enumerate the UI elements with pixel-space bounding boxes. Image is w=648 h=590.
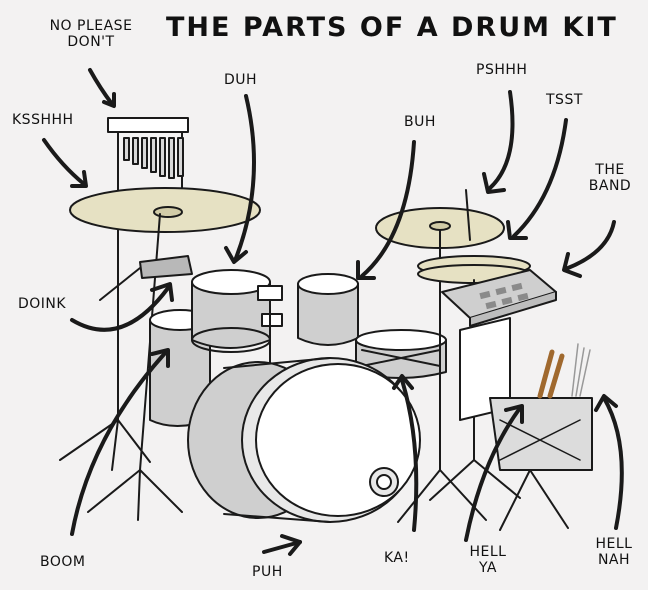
rack-tom-left xyxy=(191,269,271,353)
rack-tom-right xyxy=(297,273,359,346)
tom-mount xyxy=(257,285,283,366)
label-duh: DUH xyxy=(224,72,258,88)
label-buh: BUH xyxy=(404,114,436,130)
stand-legs xyxy=(59,419,569,531)
label-the-band: THE BAND xyxy=(580,162,640,194)
label-puh: PUH xyxy=(252,564,283,580)
chimes xyxy=(107,117,189,421)
label-hell-nah-line2: NAH xyxy=(597,552,631,569)
label-hell-nah-line1: HELL xyxy=(595,536,633,552)
snare-drum xyxy=(355,329,447,379)
label-ka: KA! xyxy=(384,550,410,566)
label-no-please-line1: NO PLEASE xyxy=(49,18,133,34)
ride-cymbal xyxy=(375,189,505,471)
label-boom: BOOM xyxy=(40,554,86,570)
label-the-band-line1: THE xyxy=(595,162,625,178)
label-hell-nah: HELL NAH xyxy=(586,536,642,568)
cowbell xyxy=(99,255,193,301)
label-ksshhh: KSSHHH xyxy=(12,112,74,128)
label-hell-ya-line1: HELL xyxy=(469,544,507,560)
label-hell-ya-line2: YA xyxy=(478,560,498,577)
label-no-please-line2: DON'T xyxy=(67,34,115,51)
page-title: THE PARTS OF A DRUM KIT xyxy=(166,12,618,43)
label-doink: DOINK xyxy=(18,296,67,312)
label-pshhh: PSHHH xyxy=(476,62,528,78)
label-the-band-line2: BAND xyxy=(588,178,632,195)
label-tsst: TSST xyxy=(546,92,583,108)
arrows xyxy=(42,68,624,556)
label-hell-ya: HELL YA xyxy=(458,544,518,576)
bass-drum xyxy=(187,357,421,523)
label-no-please: NO PLEASE DON'T xyxy=(36,18,146,50)
